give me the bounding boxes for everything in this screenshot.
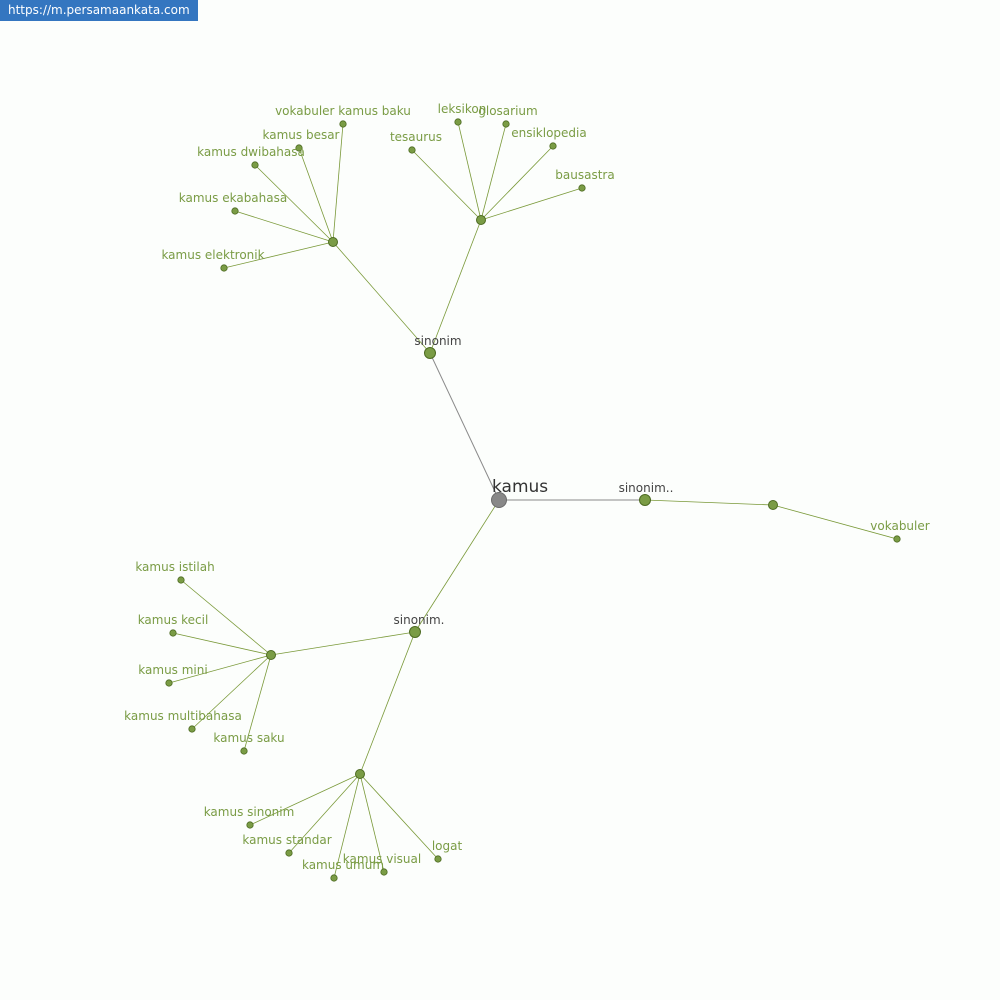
edge-leaf-kamus-istilah xyxy=(180,579,272,656)
edge-leaf-vokabuler-kamus-baku xyxy=(332,123,344,243)
edge-leaf-kamus-kecil xyxy=(172,632,272,656)
hub-label-right: sinonim.. xyxy=(619,481,674,495)
labels-group: kamus sinonim sinonim.. sinonim. vokabuler k… xyxy=(124,102,930,872)
edge-leaf-kamus-dwibahasa xyxy=(254,164,334,243)
edges-group xyxy=(168,121,898,879)
source-url-badge[interactable]: https://m.persamaankata.com xyxy=(0,0,198,21)
edge-leaf-kamus-mini xyxy=(168,654,272,684)
edge-leaf-kamus-besar xyxy=(298,147,334,243)
leaf-node-vokabuler-kamus-baku xyxy=(339,120,347,128)
hub-node-bottom xyxy=(409,626,421,638)
leaf-label-kamus-standar: kamus standar xyxy=(242,833,331,847)
edge-leaf-kamus-umum xyxy=(333,773,361,879)
edge-sinonim-bottom-cluster-left xyxy=(270,631,416,656)
leaf-label-kamus-saku: kamus saku xyxy=(213,731,284,745)
root-label: kamus xyxy=(492,477,548,497)
leaf-node-kamus-visual xyxy=(380,868,388,876)
leaf-label-kamus-umum: kamus umum xyxy=(302,858,384,872)
leaf-label-kamus-elektronik: kamus elektronik xyxy=(161,248,264,262)
edge-leaf-tesaurus xyxy=(411,149,482,221)
edge-leaf-vokabuler xyxy=(772,504,898,540)
hub-node-top xyxy=(424,347,436,359)
leaf-node-bausastra xyxy=(578,184,586,192)
leaf-label-kamus-kecil: kamus kecil xyxy=(138,613,209,627)
edge-leaf-bausastra xyxy=(480,187,583,221)
leaf-label-kamus-mini: kamus mini xyxy=(138,663,207,677)
edge-leaf-kamus-saku xyxy=(243,654,272,752)
edge-root-sinonim-bottom xyxy=(414,499,500,633)
leaf-label-logat: logat xyxy=(432,839,463,853)
edge-leaf-leksikon xyxy=(457,121,482,221)
edge-sinonim-bottom-cluster-bottom xyxy=(359,631,416,775)
cluster-node-bl xyxy=(266,650,276,660)
leaf-label-kamus-ekabahasa: kamus ekabahasa xyxy=(179,191,287,205)
leaf-node-leksikon xyxy=(454,118,462,126)
hub-node-right xyxy=(639,494,651,506)
edge-leaf-kamus-standar xyxy=(288,773,361,854)
leaf-label-glosarium: glosarium xyxy=(478,104,537,118)
leaf-node-kamus-istilah xyxy=(177,576,185,584)
edge-leaf-logat xyxy=(359,773,439,860)
root-node xyxy=(491,492,507,508)
leaf-node-kamus-standar xyxy=(285,849,293,857)
leaf-label-ensiklopedia: ensiklopedia xyxy=(511,126,587,140)
edge-leaf-kamus-sinonim xyxy=(249,773,361,826)
leaf-node-kamus-kecil xyxy=(169,629,177,637)
leaf-label-kamus-dwibahasa: kamus dwibahasa xyxy=(197,145,305,159)
leaf-node-kamus-besar xyxy=(295,144,303,152)
leaf-node-glosarium xyxy=(502,120,510,128)
leaf-node-kamus-mini xyxy=(165,679,173,687)
hub-label-top: sinonim xyxy=(414,334,461,348)
edge-leaf-glosarium xyxy=(480,123,507,221)
leaf-label-kamus-istilah: kamus istilah xyxy=(135,560,214,574)
edge-root-sinonim-top xyxy=(429,352,500,501)
leaf-node-tesaurus xyxy=(408,146,416,154)
cluster-node-rr xyxy=(768,500,778,510)
leaf-node-kamus-umum xyxy=(330,874,338,882)
edge-leaf-ensiklopedia xyxy=(480,145,554,221)
edge-leaf-kamus-ekabahasa xyxy=(234,210,334,243)
leaf-label-tesaurus: tesaurus xyxy=(390,130,442,144)
edge-sinonim-top-cluster-left xyxy=(332,241,431,354)
leaf-label-vokabuler-kamus-baku: vokabuler kamus baku xyxy=(275,104,411,118)
leaf-node-vokabuler xyxy=(893,535,901,543)
leaf-label-kamus-besar: kamus besar xyxy=(263,128,340,142)
edge-sinonim-top-cluster-right xyxy=(429,219,482,354)
leaf-label-leksikon: leksikon xyxy=(438,102,487,116)
leaf-node-logat xyxy=(434,855,442,863)
edge-leaf-kamus-visual xyxy=(359,773,385,873)
leaf-label-vokabuler: vokabuler xyxy=(870,519,929,533)
cluster-node-bb xyxy=(355,769,365,779)
leaf-label-bausastra: bausastra xyxy=(555,168,614,182)
edge-sinonim-right-cluster xyxy=(644,499,774,506)
leaf-node-kamus-saku xyxy=(240,747,248,755)
leaf-node-kamus-dwibahasa xyxy=(251,161,259,169)
edge-leaf-kamus-elektronik xyxy=(223,241,334,269)
leaf-label-kamus-visual: kamus visual xyxy=(343,852,421,866)
leaf-node-kamus-elektronik xyxy=(220,264,228,272)
leaf-node-ensiklopedia xyxy=(549,142,557,150)
hub-label-bottom: sinonim. xyxy=(394,613,445,627)
cluster-node-tl xyxy=(328,237,338,247)
cluster-node-tr xyxy=(476,215,486,225)
leaf-label-kamus-multibahasa: kamus multibahasa xyxy=(124,709,242,723)
leaf-node-kamus-multibahasa xyxy=(188,725,196,733)
leaf-node-kamus-ekabahasa xyxy=(231,207,239,215)
edge-leaf-kamus-multibahasa xyxy=(191,654,272,730)
leaf-label-kamus-sinonim: kamus sinonim xyxy=(204,805,295,819)
nodes-group xyxy=(165,118,901,882)
leaf-node-kamus-sinonim xyxy=(246,821,254,829)
